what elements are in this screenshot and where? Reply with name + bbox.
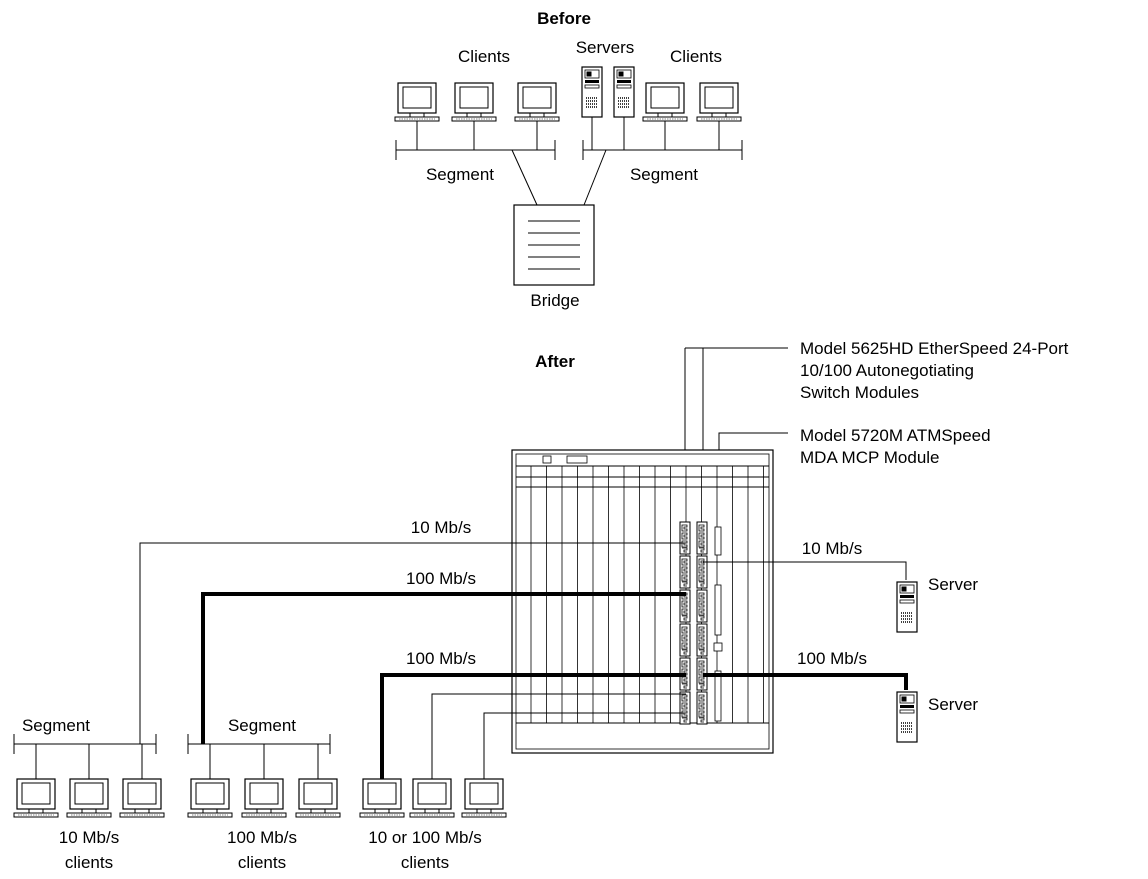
before-clients-left-label: Clients (458, 47, 510, 66)
server-icon (581, 66, 603, 118)
link-10-right-label: 10 Mb/s (802, 539, 862, 558)
callout-5625-line2: 10/100 Autonegotiating (800, 361, 974, 380)
after-segment-1 (13, 734, 157, 779)
link-100-segment2 (201, 592, 686, 744)
switch-chassis (511, 449, 774, 754)
client-computer-icon (514, 82, 560, 122)
before-title: Before (537, 9, 591, 28)
client-computer-icon (66, 778, 112, 818)
link-100-lower-label: 100 Mb/s (406, 649, 476, 668)
group-3-label-line2: clients (401, 853, 449, 872)
client-computer-icon (13, 778, 59, 818)
group-2-label-line1: 100 Mb/s (227, 828, 297, 847)
after-segment-2 (187, 734, 331, 779)
client-computer-icon (359, 778, 405, 818)
links-client-direct (431, 693, 686, 779)
client-computer-icon (241, 778, 287, 818)
before-segment-left-label: Segment (426, 165, 494, 184)
before-clients-right (642, 82, 742, 122)
link-100-right-label: 100 Mb/s (797, 649, 867, 668)
before-servers (581, 66, 635, 118)
server-top-label: Server (928, 575, 978, 594)
bridge-label: Bridge (530, 291, 579, 310)
before-clients-right-label: Clients (670, 47, 722, 66)
segment-1-label: Segment (22, 716, 90, 735)
group-1-label-line2: clients (65, 853, 113, 872)
client-computer-icon (295, 778, 341, 818)
link-100-to-server (703, 673, 908, 690)
group-2-label-line2: clients (238, 853, 286, 872)
group-1-label-line1: 10 Mb/s (59, 828, 119, 847)
link-100-client-direct (380, 673, 686, 779)
server-icon (613, 66, 635, 118)
client-computer-icon (119, 778, 165, 818)
callout-5720-line1: Model 5720M ATMSpeed (800, 426, 991, 445)
bridge-icon (511, 149, 607, 286)
before-clients-left (394, 82, 560, 122)
server-bottom-label: Server (928, 695, 978, 714)
client-computer-icon (409, 778, 455, 818)
before-segment-left (395, 121, 556, 160)
before-servers-label: Servers (576, 38, 635, 57)
server-icon (896, 691, 918, 743)
callout-5625-line3: Switch Modules (800, 383, 919, 402)
client-computer-icon (461, 778, 507, 818)
client-computer-icon (187, 778, 233, 818)
client-computer-icon (696, 82, 742, 122)
client-computer-icon (394, 82, 440, 122)
before-segment-right-label: Segment (630, 165, 698, 184)
link-100-left-label: 100 Mb/s (406, 569, 476, 588)
segment-2-label: Segment (228, 716, 296, 735)
link-10-left-label: 10 Mb/s (411, 518, 471, 537)
callout-5720-line2: MDA MCP Module (800, 448, 940, 467)
client-computer-icon (451, 82, 497, 122)
after-title: After (535, 352, 575, 371)
client-computer-icon (642, 82, 688, 122)
before-segment-right (582, 117, 743, 160)
callout-5625-line1: Model 5625HD EtherSpeed 24-Port (800, 339, 1069, 358)
server-icon (896, 581, 918, 633)
mcp-module-features (713, 526, 723, 722)
link-10-to-server (703, 561, 907, 580)
link-10-segment1 (139, 542, 686, 744)
group-3-label-line1: 10 or 100 Mb/s (368, 828, 481, 847)
